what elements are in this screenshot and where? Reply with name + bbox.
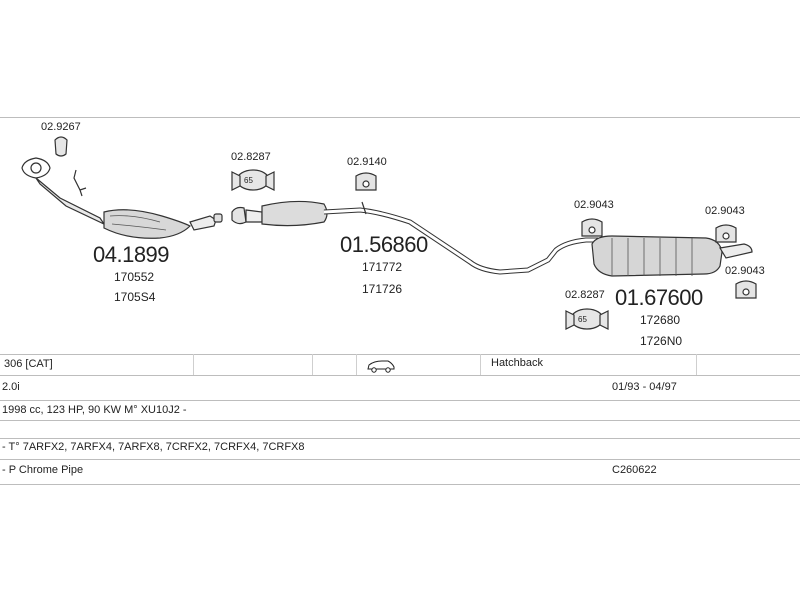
production-years: 01/93 - 04/97 (612, 381, 677, 393)
rear-silencer-shape (591, 235, 753, 277)
column-divider (480, 354, 481, 375)
downpipe-ref-2: 1705S4 (114, 290, 156, 304)
front-clamp-part-no: 02.8287 (231, 151, 271, 163)
mount-a-part-no: 02.9140 (347, 156, 387, 168)
table-rule (0, 354, 800, 355)
front-clamp-text: 65 (244, 176, 253, 185)
downpipe-clamp-shape (54, 136, 68, 157)
downpipe-clamp-part-no: 02.9267 (41, 121, 81, 133)
rear-silencer-ref-1: 172680 (640, 313, 681, 327)
front-clamp-shape (231, 169, 275, 191)
exhaust-drawing (21, 136, 757, 330)
column-divider (193, 354, 194, 375)
middle-pipe-assembly (231, 200, 598, 275)
option-code: C260622 (612, 464, 657, 476)
rear-clamp-text: 65 (578, 315, 587, 324)
vehicle-model: 306 [CAT] (4, 358, 53, 370)
option-description: - P Chrome Pipe (2, 464, 84, 476)
rear-mount-shapes (581, 218, 757, 299)
column-divider (356, 354, 357, 375)
middle-pipe-ref-2: 171726 (362, 282, 403, 296)
table-rule (0, 375, 800, 376)
rear-clamp-shape (565, 308, 609, 330)
downpipe-ref-1: 170552 (114, 270, 155, 284)
top-border (0, 117, 800, 118)
downpipe-with-catalyst (21, 157, 223, 239)
mount-a-shape (355, 172, 377, 191)
middle-pipe-part-no: 01.56860 (340, 232, 428, 257)
table-rule (0, 420, 800, 421)
engine-spec: 1998 cc, 123 HP, 90 KW M° XU10J2 - (2, 404, 187, 416)
middle-pipe-ref-1: 171772 (362, 260, 403, 274)
rear-clamp-part-no: 02.8287 (565, 289, 605, 301)
rear-silencer-part-no: 01.67600 (615, 285, 703, 310)
rear-mount-left-part-no: 02.9043 (574, 199, 614, 211)
table-rule (0, 400, 800, 401)
rear-mount-lower-part-no: 02.9043 (725, 265, 765, 277)
table-rule (0, 484, 800, 485)
table-rule (0, 438, 800, 439)
rear-mount-right-part-no: 02.9043 (705, 205, 745, 217)
table-rule (0, 459, 800, 460)
engine: 2.0i (2, 381, 20, 393)
downpipe-part-no: 04.1899 (93, 242, 170, 267)
body-type: Hatchback (491, 357, 543, 369)
column-divider (696, 354, 697, 375)
car-icon (366, 359, 396, 373)
vehicle-types: - T° 7ARFX2, 7ARFX4, 7ARFX8, 7CRFX2, 7CR… (2, 441, 305, 453)
column-divider (312, 354, 313, 375)
rear-silencer-ref-2: 1726N0 (640, 334, 683, 348)
